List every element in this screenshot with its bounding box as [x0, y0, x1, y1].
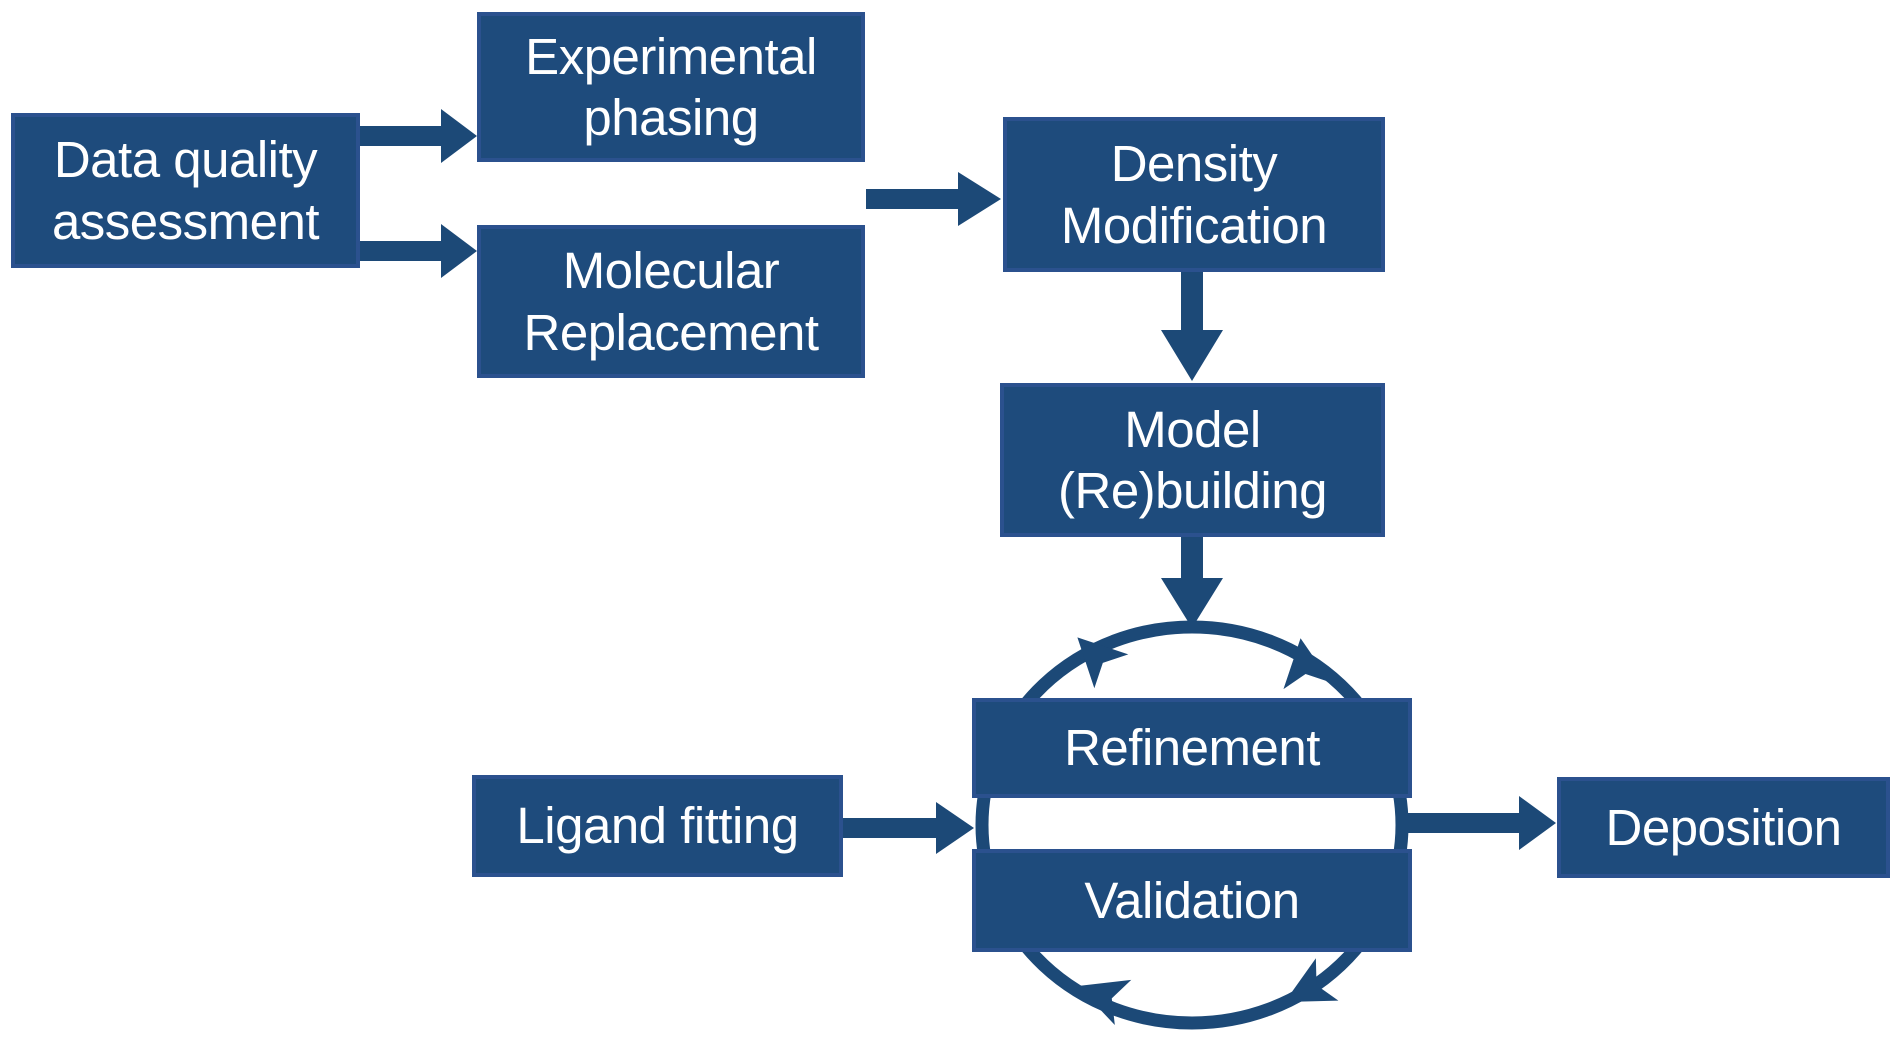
arrow-cycle-to-deposition-icon: [1402, 796, 1556, 850]
cycle-arrowhead-bottom-right-icon: [1284, 958, 1339, 1003]
arrow-ligand-to-cycle-icon: [843, 802, 974, 854]
node-refinement: Refinement: [972, 698, 1412, 798]
node-model-rebuilding: Model (Re)building: [1000, 383, 1385, 537]
arrow-density-to-model-icon: [1161, 272, 1223, 381]
arrow-data-to-molrep-icon: [360, 224, 477, 278]
cycle-arrowhead-bottom-left-icon: [1077, 979, 1132, 1026]
node-data-quality-assessment: Data quality assessment: [11, 113, 360, 268]
node-molecular-replacement: Molecular Replacement: [477, 225, 865, 378]
node-deposition: Deposition: [1557, 777, 1890, 878]
node-validation: Validation: [972, 849, 1412, 952]
arrow-to-density-icon: [866, 172, 1001, 226]
cycle-ring-icon: [975, 620, 1409, 1030]
node-experimental-phasing: Experimental phasing: [477, 12, 865, 162]
arrow-data-to-phasing-icon: [360, 109, 477, 163]
arrow-model-to-cycle-icon: [1161, 537, 1223, 628]
cycle-arrowhead-top-left-icon: [1077, 637, 1129, 689]
cycle-arrowhead-top-right-icon: [1283, 638, 1331, 690]
node-ligand-fitting: Ligand fitting: [472, 775, 843, 877]
node-density-modification: Density Modification: [1003, 117, 1385, 272]
